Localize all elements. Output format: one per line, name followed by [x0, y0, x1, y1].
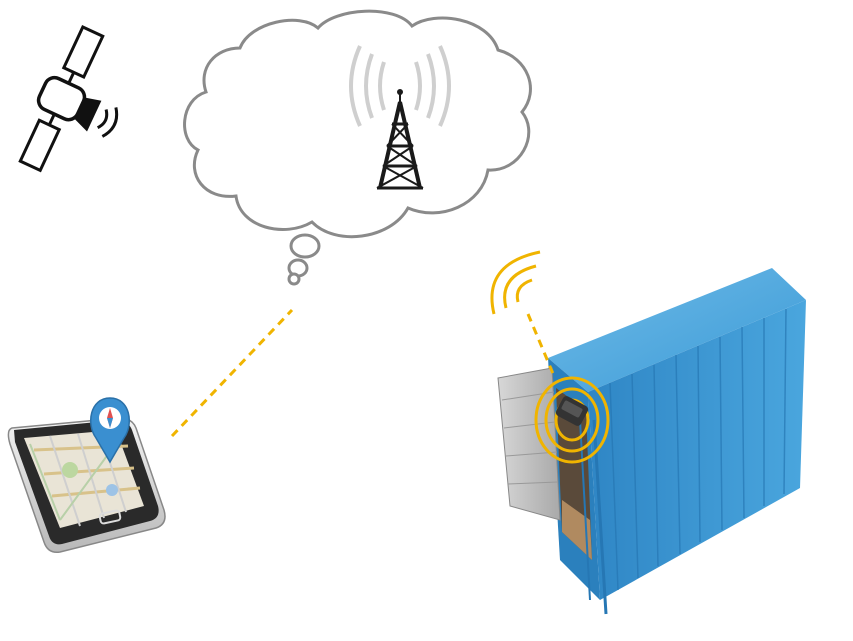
phone-cloud-link: [170, 308, 294, 438]
smartphone-icon: [7, 417, 166, 554]
shipping-container-icon: [497, 268, 806, 615]
signal-waves-icon: [490, 250, 541, 315]
cell-tower-icon: [349, 45, 451, 190]
map-pin-icon: [90, 397, 130, 464]
satellite-icon: [18, 24, 119, 173]
gps-tracker-icon: [534, 376, 610, 464]
tracker-signal-link: [526, 313, 556, 377]
home-button: [98, 509, 122, 525]
